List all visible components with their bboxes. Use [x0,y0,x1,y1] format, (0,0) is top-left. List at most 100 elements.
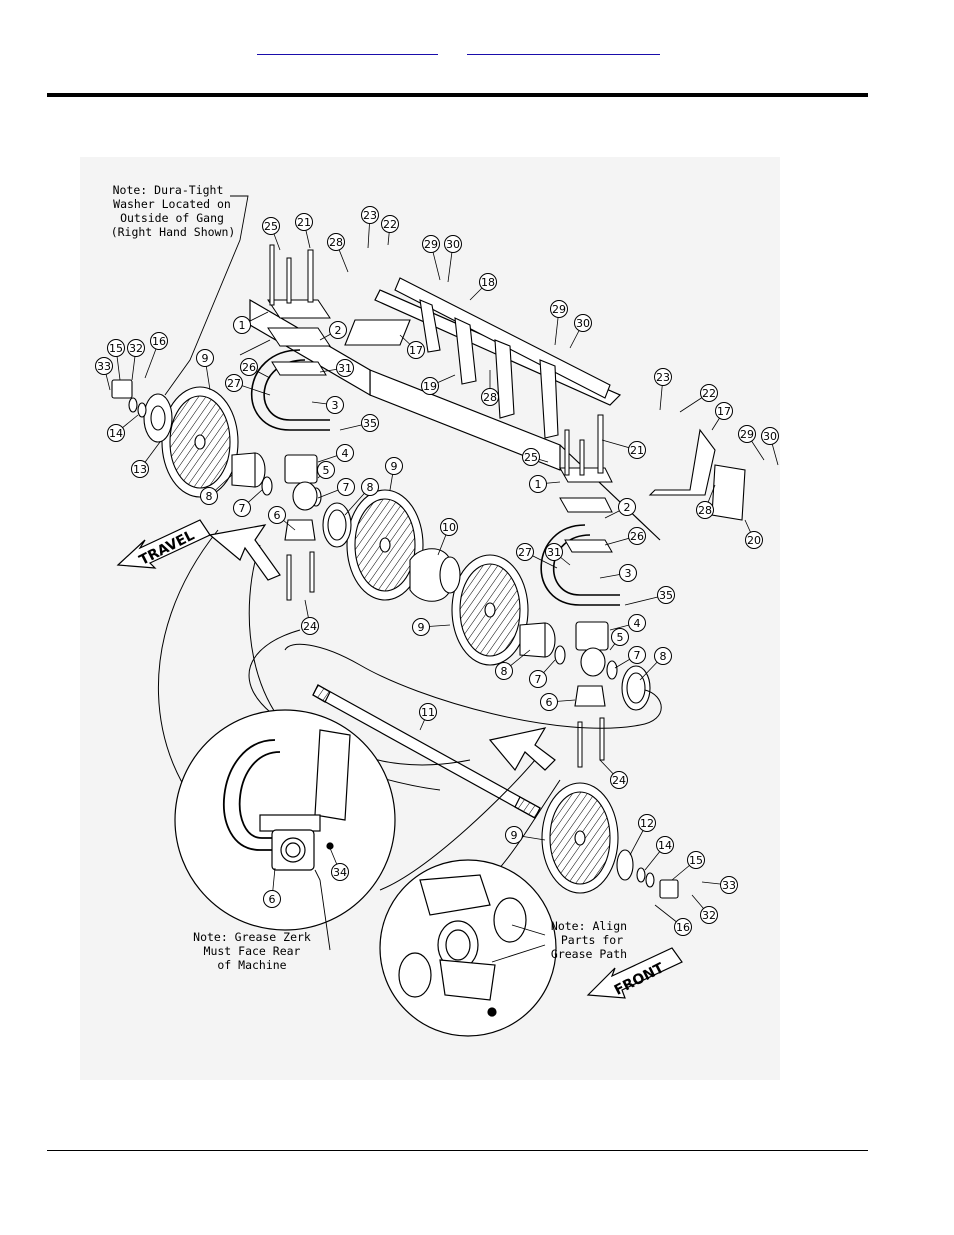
callout-bubble [381,215,399,233]
callout-number: 32 [129,342,143,355]
callout-number: 25 [264,220,278,233]
disc-bottom [541,782,619,894]
callout-32: 32 [691,894,718,924]
callout-35: 35 [624,586,675,606]
callout-number: 35 [659,589,673,602]
callout-bubble [422,235,440,253]
callout-number: 17 [409,344,423,357]
callout-number: 19 [423,380,437,393]
callout-number: 8 [501,665,508,678]
discs [161,386,619,894]
callout-number: 6 [274,509,281,522]
callout-bubble [301,617,319,635]
callout-number: 9 [391,460,398,473]
callout-19: 19 [421,374,456,395]
callout-8: 8 [200,474,233,505]
callout-number: 16 [676,921,690,934]
callout-number: 30 [763,430,777,443]
callout-17: 17 [399,334,425,359]
callout-bubble [638,814,656,832]
callout-bubble [361,414,379,432]
callout-number: 26 [242,361,256,374]
callout-2: 2 [604,498,636,519]
detail-circle-left [174,709,396,931]
callout-8: 8 [639,647,672,681]
callout-number: 7 [535,673,542,686]
callout-7: 7 [317,478,355,499]
callout-bubble [628,527,646,545]
callout-number: 8 [660,650,667,663]
callout-21: 21 [295,213,313,249]
bearing-housings [111,379,679,899]
header-link-left[interactable] [257,40,438,55]
callout-number: 13 [133,463,147,476]
callout-bubble [505,826,523,844]
callout-25: 25 [522,448,549,466]
callout-bubble [95,357,113,375]
callout-number: 22 [383,218,397,231]
callout-number: 2 [624,501,631,514]
callout-bubble [127,339,145,357]
callout-number: 33 [97,360,111,373]
callout-6: 6 [540,693,576,711]
callout-number: 11 [421,706,435,719]
callout-number: 4 [634,617,641,630]
callout-29: 29 [738,425,765,461]
callout-35: 35 [339,414,379,432]
callout-number: 10 [442,521,456,534]
callout-bubble [654,647,672,665]
callout-22: 22 [381,215,399,246]
callout-bubble [326,396,344,414]
header-link-right[interactable] [467,40,660,55]
callout-4: 4 [609,614,646,632]
callout-bubble [628,646,646,664]
callout-27: 27 [516,543,558,569]
callout-31: 31 [545,543,571,566]
callout-number: 21 [630,444,644,457]
callout-bubble [107,339,125,357]
svg-text:of Machine: of Machine [217,958,286,972]
callout-bubble [150,332,168,350]
callout-bubble [200,487,218,505]
callout-bubble [700,906,718,924]
callout-15: 15 [671,851,705,881]
callout-bubble [317,461,335,479]
callout-30: 30 [444,235,462,283]
disc-mid-right [451,554,529,666]
callout-15: 15 [107,339,125,381]
callout-3: 3 [311,396,344,414]
callout-number: 14 [109,427,123,440]
callout-14: 14 [644,836,674,871]
callout-28: 28 [696,484,716,519]
callout-number: 32 [702,909,716,922]
hollow-arrows [208,524,556,772]
callout-number: 23 [656,371,670,384]
callout-27: 27 [225,374,271,396]
callout-bubble [336,444,354,462]
callout-bubble [107,424,125,442]
callout-bubble [444,235,462,253]
scraper-assembly [394,277,611,439]
callout-bubble [412,618,430,636]
callout-bubble [196,349,214,367]
callout-bubble [654,368,672,386]
lower-bolts [286,551,605,768]
detail-circle-right [379,859,557,1037]
callout-5: 5 [609,628,629,651]
callout-3: 3 [599,564,637,582]
callout-25: 25 [262,217,281,251]
callout-number: 18 [481,276,495,289]
callout-9: 9 [385,457,403,491]
callout-number: 35 [363,417,377,430]
callout-9: 9 [505,826,546,844]
svg-text:Washer Located on: Washer Located on [113,197,231,211]
callout-1: 1 [529,475,561,493]
callout-bubble [407,341,425,359]
callout-number: 31 [547,546,561,559]
callout-number: 6 [546,696,553,709]
callout-5: 5 [317,461,335,479]
callout-number: 26 [630,530,644,543]
callout-number: 14 [658,839,672,852]
callout-bubble [361,478,379,496]
callout-number: 7 [343,481,350,494]
